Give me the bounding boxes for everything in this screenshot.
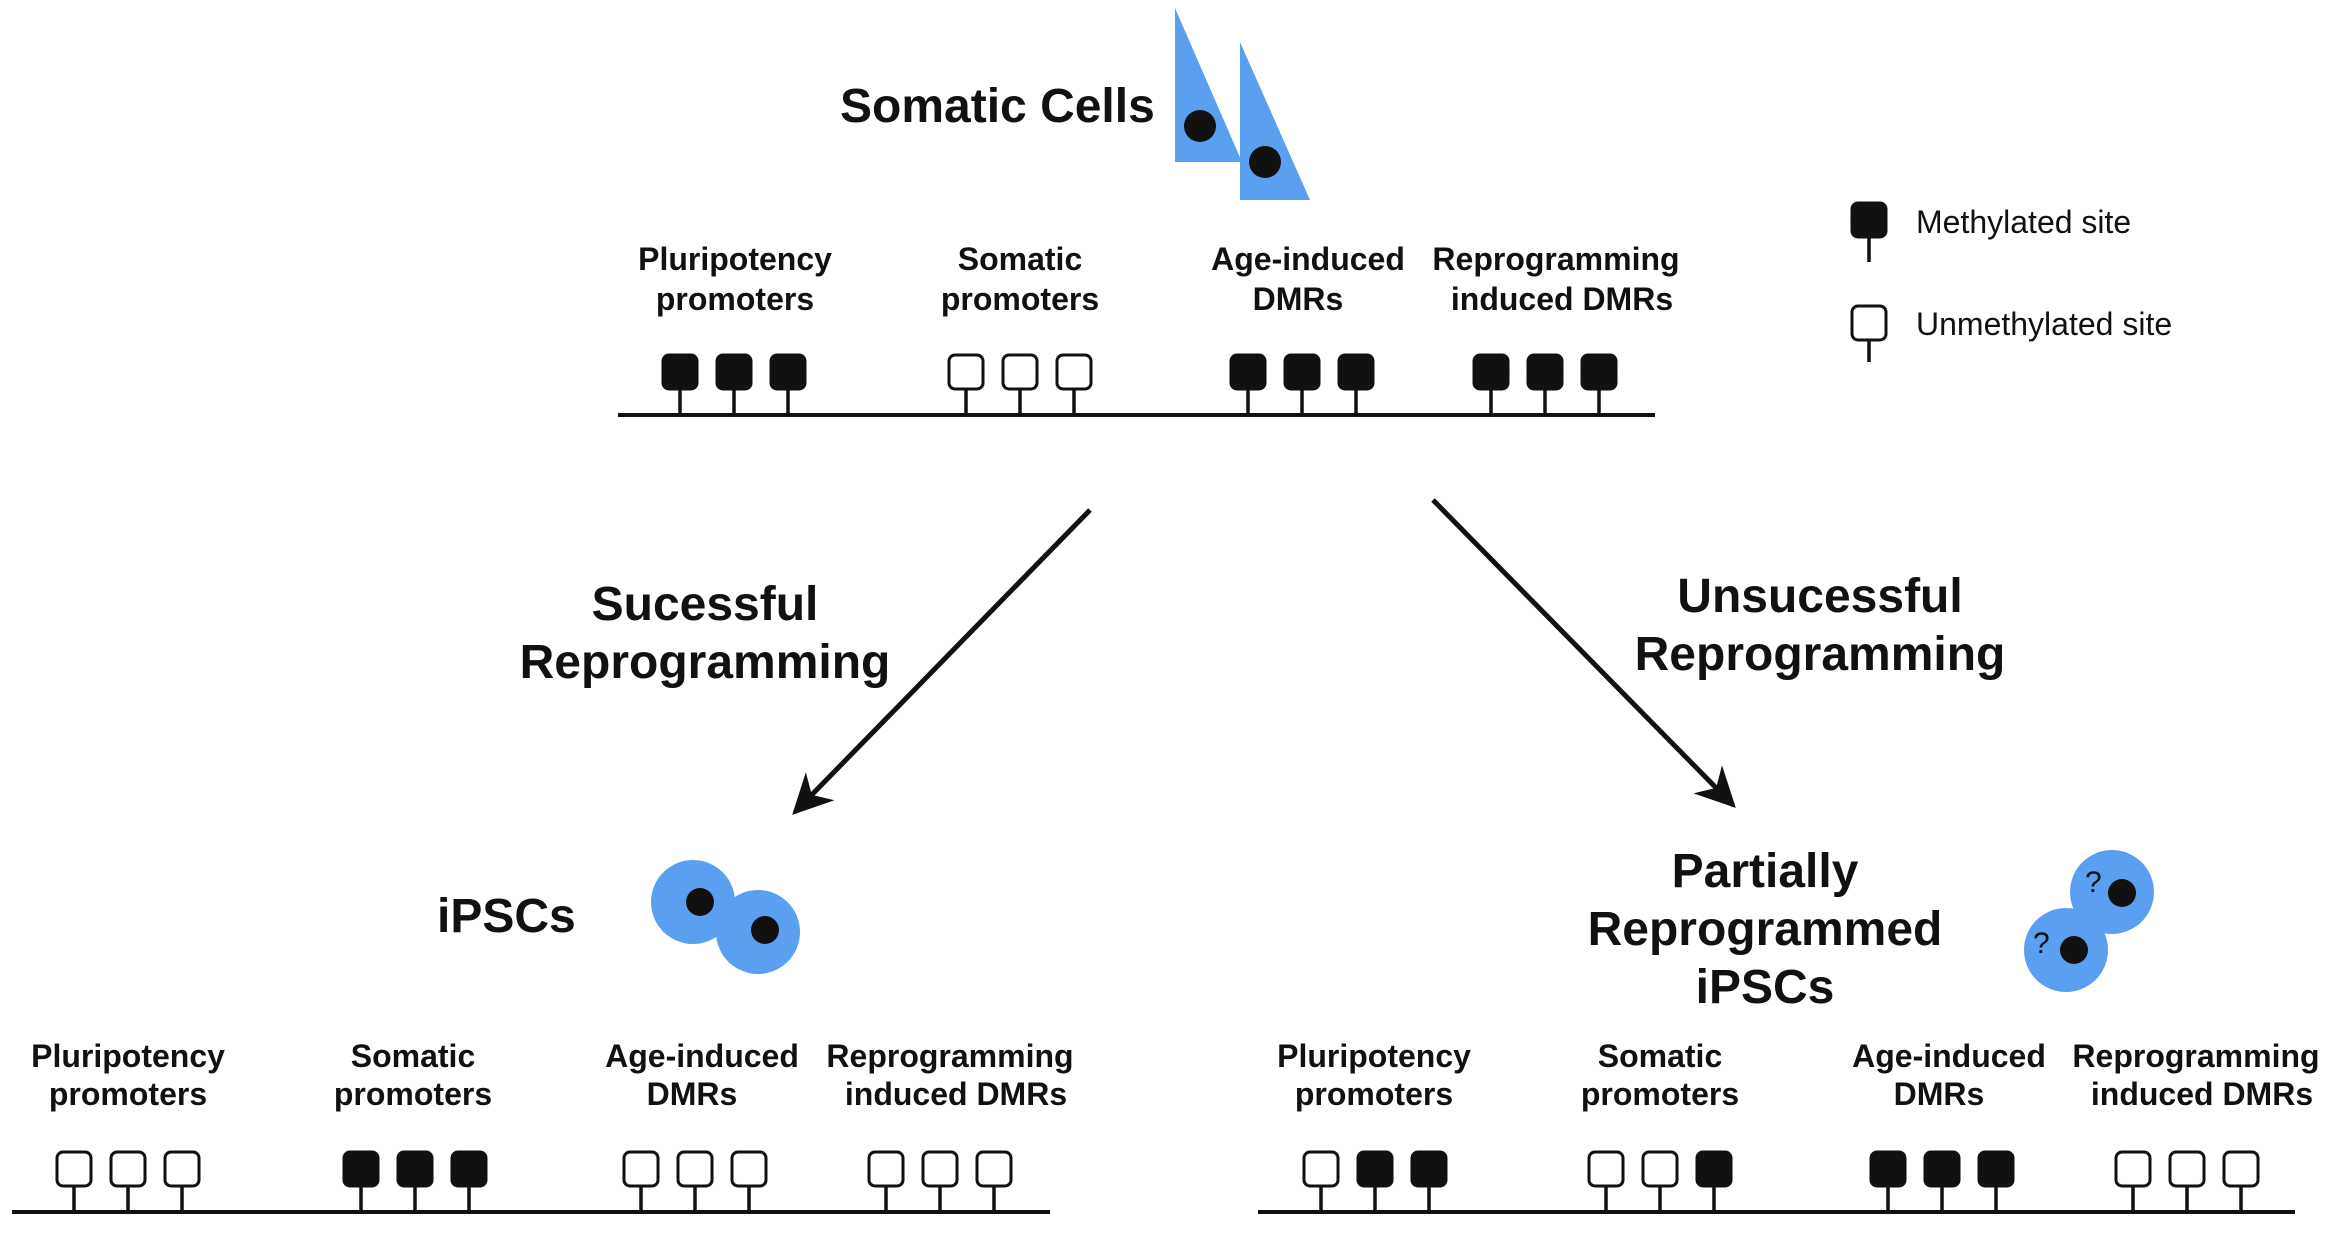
success-label: Sucessful — [592, 578, 819, 631]
partial-cells-icon: ? ? — [2024, 850, 2154, 992]
unmethylated-site — [1587, 1150, 1625, 1188]
methylated-site — [1526, 353, 1564, 391]
partial-sites — [1302, 1150, 2260, 1212]
cell-nucleus — [1249, 146, 1281, 178]
methylated-site — [1977, 1150, 2015, 1188]
unmethylated-site — [55, 1150, 93, 1188]
ipsc-title: iPSCs — [437, 890, 576, 943]
region-label: induced DMRs — [1451, 281, 1673, 317]
unmethylated-site — [867, 1150, 905, 1188]
cell-nucleus — [686, 888, 714, 916]
partial-title: iPSCs — [1696, 961, 1835, 1014]
region-label: promoters — [941, 281, 1099, 317]
unmethylated-site — [1302, 1150, 1340, 1188]
unmethylated-site — [921, 1150, 959, 1188]
methylated-site — [396, 1150, 434, 1188]
region-label: promoters — [656, 281, 814, 317]
methylated-site — [1410, 1150, 1448, 1188]
unmethylated-site — [947, 353, 985, 391]
somatic-cell-shape — [1240, 42, 1310, 200]
unmethylated-site — [676, 1150, 714, 1188]
region-label: promoters — [334, 1076, 492, 1112]
success-arrow — [792, 508, 1092, 815]
somatic-cells-title: Somatic Cells — [840, 80, 1155, 133]
region-label: Somatic — [351, 1038, 475, 1074]
unmethylated-site — [1641, 1150, 1679, 1188]
region-label: Pluripotency — [1277, 1038, 1471, 1074]
region-label: DMRs — [1894, 1076, 1985, 1112]
region-label: induced DMRs — [2091, 1076, 2313, 1112]
region-label: promoters — [49, 1076, 207, 1112]
unmethylated-site — [1001, 353, 1039, 391]
methylated-site — [1695, 1150, 1733, 1188]
question-mark: ? — [2033, 927, 2050, 960]
success-label: Reprogramming — [520, 636, 891, 689]
question-mark: ? — [2085, 866, 2102, 899]
unmethylated-site — [109, 1150, 147, 1188]
region-label: Age-induced — [605, 1038, 799, 1074]
unmethylated-site — [163, 1150, 201, 1188]
region-label: induced DMRs — [845, 1076, 1067, 1112]
partial-title: Partially — [1672, 845, 1859, 898]
legend-methylated-label: Methylated site — [1916, 204, 2131, 240]
methylated-site — [1283, 353, 1321, 391]
region-label: Reprogramming — [1432, 241, 1679, 277]
unmethylated-site — [2168, 1150, 2206, 1188]
methylated-site — [1229, 353, 1267, 391]
region-label: Reprogramming — [2072, 1038, 2319, 1074]
region-label: Pluripotency — [31, 1038, 225, 1074]
region-label: promoters — [1295, 1076, 1453, 1112]
unmethylated-site — [2222, 1150, 2260, 1188]
legend-unmethylated-icon — [1850, 304, 1888, 342]
cell-nucleus — [2060, 936, 2088, 964]
cell-nucleus — [1184, 110, 1216, 142]
failure-label: Unsucessful — [1677, 570, 1962, 623]
region-label: DMRs — [647, 1076, 738, 1112]
unmethylated-site — [2114, 1150, 2152, 1188]
unmethylated-site — [1055, 353, 1093, 391]
region-label: Somatic — [1598, 1038, 1722, 1074]
somatic-cells-icon — [1175, 8, 1310, 200]
methylated-site — [1337, 353, 1375, 391]
methylated-site — [342, 1150, 380, 1188]
somatic-sites — [661, 353, 1618, 415]
unmethylated-site — [730, 1150, 768, 1188]
region-label: Age-induced — [1852, 1038, 2046, 1074]
cell-nucleus — [2108, 879, 2136, 907]
partial-title: Reprogrammed — [1588, 903, 1943, 956]
legend: Methylated site Unmethylated site — [1850, 201, 2172, 362]
region-label: DMRs — [1253, 281, 1344, 317]
cell-nucleus — [751, 916, 779, 944]
region-label: Age-induced — [1211, 241, 1405, 277]
ipsc-cells-icon — [651, 860, 800, 974]
failure-arrow — [1431, 498, 1736, 808]
legend-unmethylated-label: Unmethylated site — [1916, 306, 2172, 342]
methylated-site — [661, 353, 699, 391]
methylated-site — [1869, 1150, 1907, 1188]
methylated-site — [1356, 1150, 1394, 1188]
methylated-site — [715, 353, 753, 391]
region-label: Somatic — [958, 241, 1082, 277]
region-label: Pluripotency — [638, 241, 832, 277]
methylated-site — [769, 353, 807, 391]
methylated-site — [1923, 1150, 1961, 1188]
unmethylated-site — [975, 1150, 1013, 1188]
unmethylated-site — [622, 1150, 660, 1188]
methylated-site — [1580, 353, 1618, 391]
legend-methylated-icon — [1850, 201, 1888, 239]
failure-label: Reprogramming — [1635, 628, 2006, 681]
region-label: Reprogramming — [826, 1038, 1073, 1074]
ipsc-sites — [55, 1150, 1013, 1212]
region-label: promoters — [1581, 1076, 1739, 1112]
methylated-site — [450, 1150, 488, 1188]
methylated-site — [1472, 353, 1510, 391]
